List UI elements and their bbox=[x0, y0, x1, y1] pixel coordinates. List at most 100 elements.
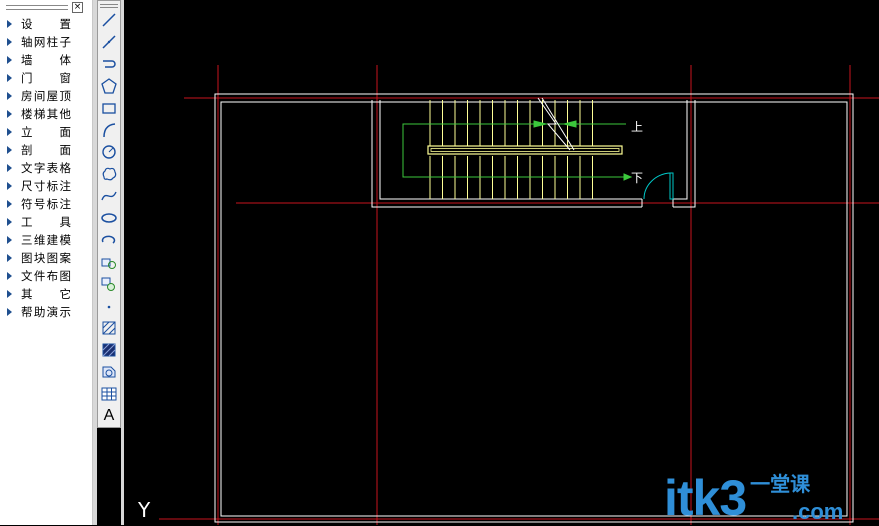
menu-item[interactable]: 剖 面 bbox=[0, 141, 93, 159]
table-icon[interactable] bbox=[99, 384, 119, 404]
menu-item[interactable]: 立 面 bbox=[0, 123, 93, 141]
circle-icon[interactable] bbox=[99, 142, 119, 162]
menu-item[interactable]: 轴网柱子 bbox=[0, 33, 93, 51]
expand-triangle-icon bbox=[7, 236, 12, 244]
revision-cloud-icon[interactable] bbox=[99, 164, 119, 184]
menu-item-label: 房间屋顶 bbox=[21, 89, 71, 103]
gradient-icon[interactable] bbox=[99, 340, 119, 360]
spline-icon-glyph bbox=[101, 191, 117, 201]
command-menu-panel: × 设 置轴网柱子墙 体门 窗房间屋顶楼梯其他立 面剖 面文字表格尺寸标注符号标… bbox=[0, 0, 93, 525]
polygon-icon[interactable] bbox=[99, 76, 119, 96]
expand-triangle-icon bbox=[7, 308, 12, 316]
axis-lines bbox=[159, 65, 879, 525]
menu-item-label: 文件布图 bbox=[21, 269, 71, 283]
rectangle-icon-glyph bbox=[102, 103, 116, 114]
revision-cloud-icon-glyph bbox=[102, 167, 117, 181]
menu-item-label: 文字表格 bbox=[21, 161, 71, 175]
polygon-icon-glyph bbox=[101, 78, 117, 94]
menu-item[interactable]: 文字表格 bbox=[0, 159, 93, 177]
line-icon[interactable] bbox=[99, 10, 119, 30]
hatch-icon-glyph bbox=[102, 321, 116, 335]
construction-line-icon[interactable] bbox=[99, 54, 119, 74]
polyline-icon[interactable] bbox=[99, 32, 119, 52]
menu-item[interactable]: 房间屋顶 bbox=[0, 87, 93, 105]
arc-icon-glyph bbox=[103, 123, 116, 138]
menu-item[interactable]: 三维建模 bbox=[0, 231, 93, 249]
insert-block-icon-glyph bbox=[101, 258, 116, 269]
stair-room-wall bbox=[673, 100, 688, 200]
menu-item-label: 剖 面 bbox=[21, 143, 71, 157]
insert-block-icon[interactable] bbox=[99, 252, 119, 272]
watermark-brand: itk3 bbox=[664, 470, 747, 526]
make-block-icon[interactable] bbox=[99, 274, 119, 294]
expand-triangle-icon bbox=[7, 128, 12, 136]
menu-item-label: 门 窗 bbox=[21, 71, 71, 85]
point-icon[interactable] bbox=[99, 296, 119, 316]
line-icon-glyph bbox=[102, 13, 116, 27]
menu-item[interactable]: 图块图案 bbox=[0, 249, 93, 267]
floor-plan-drawing[interactable]: 上 下 bbox=[124, 0, 879, 525]
drawing-canvas[interactable]: 上 下 Y itk3 一堂课 .com bbox=[124, 0, 879, 525]
stair-arrow-head bbox=[563, 120, 577, 128]
menu-item-label: 墙 体 bbox=[21, 53, 71, 67]
toolbar-grip[interactable] bbox=[100, 4, 118, 8]
rectangle-icon[interactable] bbox=[99, 98, 119, 118]
door-leaf bbox=[669, 172, 674, 200]
menu-item-label: 图块图案 bbox=[21, 251, 71, 265]
menu-item[interactable]: 设 置 bbox=[0, 15, 93, 33]
outer-wall bbox=[214, 93, 854, 523]
menu-item[interactable]: 工 具 bbox=[0, 213, 93, 231]
expand-triangle-icon bbox=[7, 200, 12, 208]
menu-titlebar[interactable]: × bbox=[2, 2, 91, 13]
arc-icon[interactable] bbox=[99, 120, 119, 140]
stair-room-wall bbox=[673, 100, 696, 208]
menu-item[interactable]: 门 窗 bbox=[0, 69, 93, 87]
toolbar-edge bbox=[121, 0, 124, 525]
menu-item-label: 三维建模 bbox=[21, 233, 71, 247]
close-icon[interactable]: × bbox=[72, 2, 83, 13]
ucs-icon: Y bbox=[138, 498, 151, 522]
menu-item[interactable]: 墙 体 bbox=[0, 51, 93, 69]
walls bbox=[214, 93, 854, 523]
region-icon[interactable] bbox=[99, 362, 119, 382]
menu-item-label: 帮助演示 bbox=[21, 305, 71, 319]
drag-grip[interactable] bbox=[6, 5, 68, 10]
menu-item[interactable]: 帮助演示 bbox=[0, 303, 93, 321]
menu-item[interactable]: 楼梯其他 bbox=[0, 105, 93, 123]
stair-room-wall bbox=[371, 100, 642, 208]
menu-item[interactable]: 尺寸标注 bbox=[0, 177, 93, 195]
stair-room-wall bbox=[379, 100, 642, 200]
expand-triangle-icon bbox=[7, 146, 12, 154]
panel-gap bbox=[93, 0, 97, 525]
menu-item-label: 尺寸标注 bbox=[21, 179, 71, 193]
expand-triangle-icon bbox=[7, 164, 12, 172]
expand-triangle-icon bbox=[7, 92, 12, 100]
menu-item-label: 其 它 bbox=[21, 287, 71, 301]
expand-triangle-icon bbox=[7, 182, 12, 190]
expand-triangle-icon bbox=[7, 290, 12, 298]
gradient-icon-glyph bbox=[102, 343, 116, 357]
spline-icon[interactable] bbox=[99, 186, 119, 206]
outer-wall-inner bbox=[220, 101, 848, 517]
ellipse-arc-icon-glyph bbox=[101, 235, 116, 244]
ellipse-arc-icon[interactable] bbox=[99, 230, 119, 250]
expand-triangle-icon bbox=[7, 38, 12, 46]
stair-break-line bbox=[537, 97, 571, 151]
menu-item[interactable]: 符号标注 bbox=[0, 195, 93, 213]
text-icon[interactable]: A bbox=[99, 406, 119, 426]
ellipse-icon[interactable] bbox=[99, 208, 119, 228]
draw-toolbar: A bbox=[97, 0, 121, 428]
door bbox=[643, 172, 674, 200]
menu-item[interactable]: 文件布图 bbox=[0, 267, 93, 285]
expand-triangle-icon bbox=[7, 74, 12, 82]
expand-triangle-icon bbox=[7, 218, 12, 226]
polyline-icon-glyph bbox=[102, 35, 116, 49]
watermark-domain: .com bbox=[792, 499, 844, 524]
make-block-icon-glyph bbox=[101, 277, 115, 291]
hatch-icon[interactable] bbox=[99, 318, 119, 338]
expand-triangle-icon bbox=[7, 254, 12, 262]
stair-handrail-inner bbox=[430, 148, 620, 152]
menu-item-label: 轴网柱子 bbox=[21, 35, 71, 49]
menu-item[interactable]: 其 它 bbox=[0, 285, 93, 303]
menu-item-label: 楼梯其他 bbox=[21, 107, 71, 121]
